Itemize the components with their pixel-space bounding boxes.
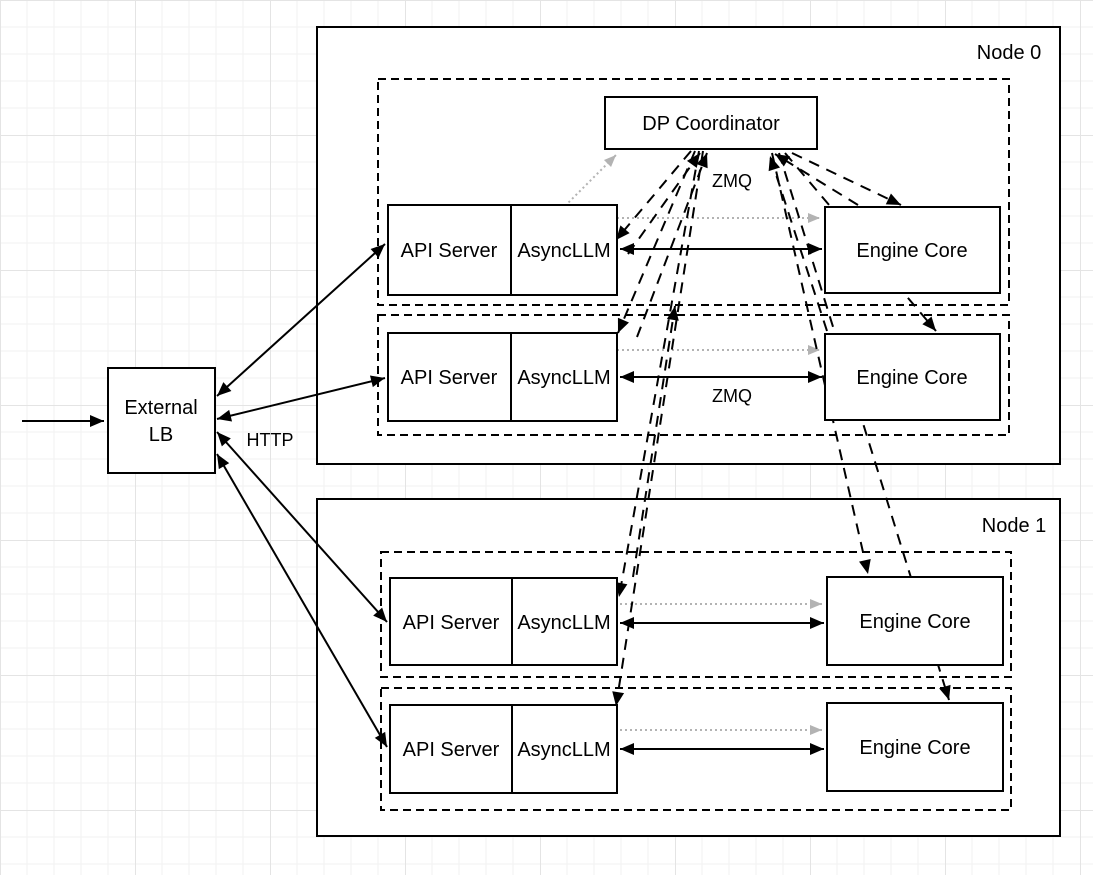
external-lb-label-line1: External	[124, 397, 197, 419]
solid-arrows	[22, 243, 824, 755]
engine-core-box-n0r1	[824, 206, 1001, 294]
arrow-lb-api-n1r2	[216, 453, 388, 748]
asyncllm-label-n0r2: AsyncLLM	[517, 367, 610, 389]
api-server-box-n1r2	[389, 704, 513, 794]
asyncllm-box-n1r2	[511, 704, 618, 794]
component-boxes	[107, 96, 1004, 794]
asyncllm-box-n1r1	[511, 577, 618, 666]
asyncllm-label-n1r1: AsyncLLM	[517, 612, 610, 634]
arrow-lb-api-n0r2	[216, 375, 386, 422]
engine-core-label-n0r2: Engine Core	[856, 367, 967, 389]
external-lb-box	[107, 367, 216, 474]
arrow-lb-api-n0r1	[216, 243, 386, 397]
dotted-arrows	[564, 154, 822, 735]
dashed-coord-to-engine-n1r1	[771, 152, 871, 575]
dashed-async-n0r2-to-coord	[636, 152, 708, 338]
asyncllm-box-n0r1	[510, 204, 618, 296]
node0-label: Node 0	[977, 42, 1042, 64]
engine-core-label-n1r2: Engine Core	[859, 737, 970, 759]
engine-core-label-n0r1: Engine Core	[856, 240, 967, 262]
engine-core-box-n1r1	[826, 576, 1004, 666]
dashed-coord-to-async-n0r2	[617, 150, 696, 334]
asyncllm-label-n0r1: AsyncLLM	[517, 240, 610, 262]
node1-label: Node 1	[982, 515, 1047, 537]
dashed-coord-to-engine-n0r1	[791, 152, 902, 206]
engine-core-box-n1r2	[826, 702, 1004, 792]
dashed-async-n1r1-up	[632, 305, 679, 578]
api-server-box-n0r2	[387, 332, 512, 422]
http-label: HTTP	[247, 430, 294, 450]
zmq-label-engine: ZMQ	[712, 386, 752, 406]
engine-core-box-n0r2	[824, 333, 1001, 421]
node1-dp-group-1	[380, 687, 1012, 811]
dashed-engine-n0r2-to-coord	[768, 155, 828, 332]
labels: Node 0 Node 1 External LB DP Coordinator…	[124, 42, 1046, 761]
asyncllm-box-n0r2	[510, 332, 618, 422]
dp-coordinator-label: DP Coordinator	[642, 113, 780, 135]
api-server-label-n0r1: API Server	[401, 240, 498, 262]
api-server-label-n1r2: API Server	[403, 739, 500, 761]
external-lb-label-line2: LB	[149, 424, 173, 446]
dashed-engine-n0r1-to-coord	[774, 153, 859, 206]
api-server-label-n1r1: API Server	[403, 612, 500, 634]
api-server-label-n0r2: API Server	[401, 367, 498, 389]
api-server-box-n0r1	[387, 204, 512, 296]
dp-coordinator-box	[604, 96, 818, 150]
dotted-async-coordinator	[564, 154, 617, 207]
asyncllm-label-n1r2: AsyncLLM	[517, 739, 610, 761]
dashed-coord-to-async-n0r1	[615, 150, 692, 241]
node0-dp-group-0	[377, 78, 1010, 306]
node0-dp-group-1	[377, 314, 1010, 436]
zmq-label-coordinator: ZMQ	[712, 171, 752, 191]
dashed-async-n0r1-to-coord	[627, 152, 701, 255]
engine-core-label-n1r1: Engine Core	[859, 611, 970, 633]
